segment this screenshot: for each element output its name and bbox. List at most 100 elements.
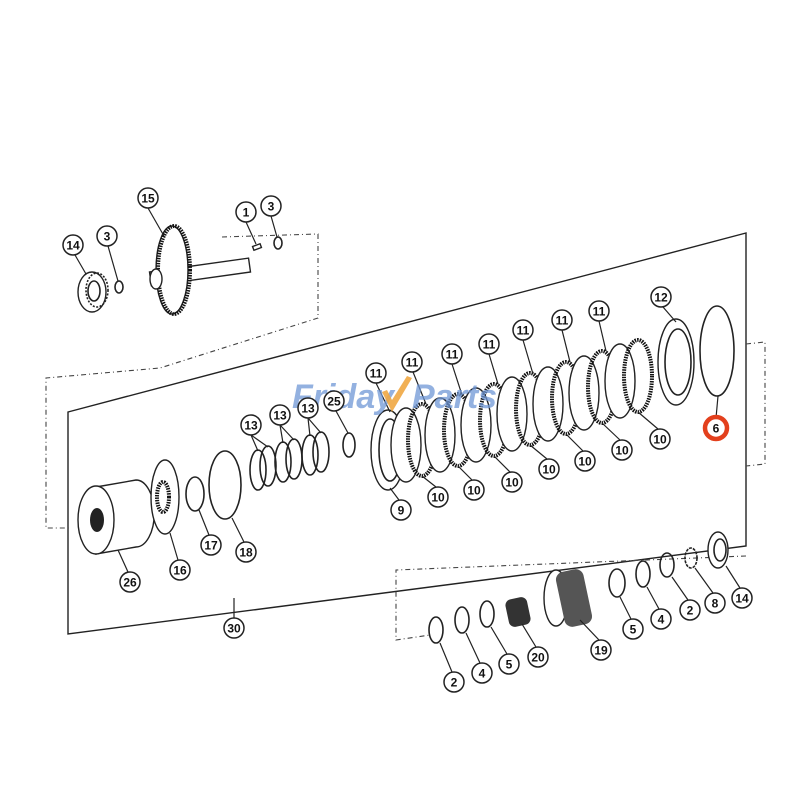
callout-label: 17 [204,539,218,553]
callout-circle [704,592,726,614]
callout-label: 15 [141,192,155,206]
callout-label: 3 [104,230,111,244]
callout-label: 13 [273,409,287,423]
callout-circle [240,414,262,436]
callout-circle [650,608,672,630]
callout-label: 14 [735,592,749,606]
callout-label: 8 [712,597,719,611]
dashed-frame-top [45,233,319,529]
callout-label: 9 [398,504,405,518]
callout-label: 4 [658,613,665,627]
callout-part-13: 13 [269,404,291,426]
callout-part-13: 13 [240,414,262,436]
callout-circle [441,343,463,365]
callout-label: 20 [531,651,545,665]
callout-circle [590,639,612,661]
callout-part-2: 2 [679,599,701,621]
callout-label: 1 [243,206,250,220]
callout-label: 26 [123,576,137,590]
callout-part-10: 10 [611,439,633,461]
callout-label: 11 [370,367,383,381]
callout-part-19: 19 [590,639,612,661]
snap-rings [249,431,356,491]
callout-circle [622,618,644,640]
callout-part-5: 5 [498,653,520,675]
callout-label: 13 [301,402,315,416]
callout-circle [501,471,523,493]
callout-circle [260,195,282,217]
dashed-frame-bottom [395,555,747,641]
callout-label: 14 [66,239,80,253]
callout-circle [200,534,222,556]
callout-part-10: 10 [501,471,523,493]
callout-part-10: 10 [649,428,671,450]
clutch-pack [370,305,735,491]
callout-part-15: 15 [137,187,159,209]
callout-label: 2 [451,676,458,690]
callout-label: 5 [506,658,513,672]
callout-circle [538,458,560,480]
callout-part-11: 11 [512,319,534,341]
callout-part-6: 6 [702,414,730,442]
callout-label: 11 [446,348,459,362]
callout-label: 10 [578,455,592,469]
callout-label: 11 [593,305,606,319]
callout-label: 3 [268,200,275,214]
callout-circle [96,225,118,247]
callout-part-11: 11 [401,351,423,373]
callout-part-30: 30 [223,617,245,639]
callout-circle [401,351,423,373]
watermark: Friday Parts [292,376,497,416]
callout-label: 11 [517,324,530,338]
callout-circle [478,333,500,355]
callout-circle [323,390,345,412]
callout-part-25: 25 [323,390,345,412]
callout-label: 19 [594,644,608,658]
callout-label: 11 [556,314,569,328]
watermark-check-icon [382,376,412,412]
callout-label: 6 [713,422,720,436]
callout-part-9: 9 [390,499,412,521]
callout-part-10: 10 [463,479,485,501]
callout-label: 11 [483,338,496,352]
callout-part-14: 14 [62,234,84,256]
callout-part-4: 4 [650,608,672,630]
callout-part-16: 16 [169,559,191,581]
assembly-frame [67,232,747,635]
callout-circle [223,617,245,639]
callout-part-3: 3 [96,225,118,247]
callout-part-14: 14 [731,587,753,609]
callout-part-10: 10 [538,458,560,480]
callout-circle [731,587,753,609]
watermark-text-right: Parts [412,378,497,416]
callout-part-11: 11 [551,309,573,331]
callout-circle [235,541,257,563]
gear-shaft-assembly [77,224,283,316]
callout-circle [649,428,671,450]
callout-label: 11 [406,356,419,370]
callout-label: 12 [654,291,668,305]
callout-circle [235,201,257,223]
callout-label: 16 [173,564,187,578]
callout-circle [137,187,159,209]
callout-part-18: 18 [235,541,257,563]
callout-part-11: 11 [365,362,387,384]
callout-label: 25 [327,395,341,409]
callout-circle [611,439,633,461]
callout-circle [62,234,84,256]
callout-part-5: 5 [622,618,644,640]
callout-label: 30 [227,622,241,636]
callout-circle [169,559,191,581]
callout-circle [527,646,549,668]
callout-circle [390,499,412,521]
callout-label: 10 [653,433,667,447]
callout-label: 18 [239,546,253,560]
callout-label: 10 [505,476,519,490]
callout-circle [512,319,534,341]
callout-circle [443,671,465,693]
callout-part-11: 11 [478,333,500,355]
callout-part-10: 10 [574,450,596,472]
